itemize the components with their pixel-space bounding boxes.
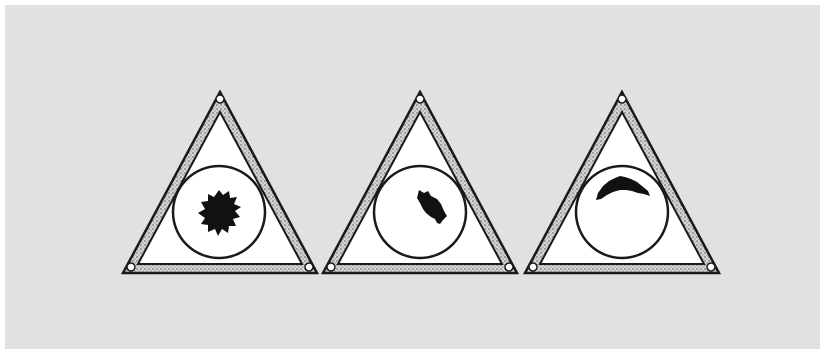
triangle-panel-1 — [123, 92, 317, 273]
triangle-panel-2 — [323, 92, 517, 273]
corner-bolt-top — [618, 95, 626, 103]
corner-bolt-right — [505, 263, 513, 271]
triangle-panel-3 — [525, 92, 719, 273]
corner-bolt-left — [529, 263, 537, 271]
corner-bolt-right — [305, 263, 313, 271]
corner-bolt-top — [416, 95, 424, 103]
corner-bolt-left — [127, 263, 135, 271]
viewing-circle — [374, 166, 466, 258]
corner-bolt-top — [216, 95, 224, 103]
corner-bolt-left — [327, 263, 335, 271]
corner-bolt-right — [707, 263, 715, 271]
